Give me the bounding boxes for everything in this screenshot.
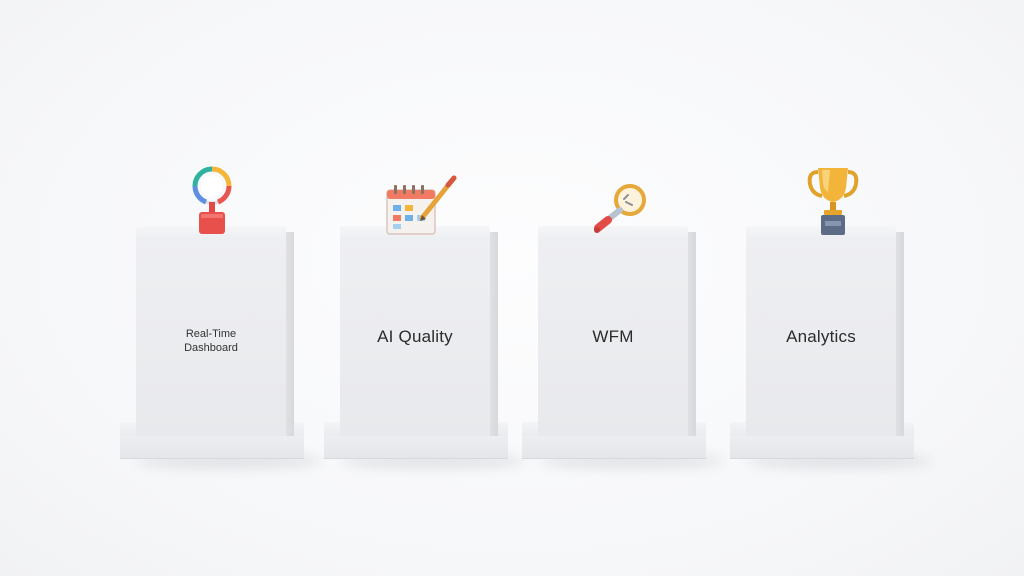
pedestal-side	[490, 232, 498, 436]
pedestal-real-time-dashboard: Real-Time Dashboard	[120, 226, 322, 468]
pedestal-label: AI Quality	[377, 327, 453, 346]
pedestal-label: WFM	[592, 327, 634, 346]
pedestal-label: Analytics	[786, 327, 856, 346]
pedestal-side	[688, 232, 696, 436]
pedestal-base-front	[324, 436, 508, 459]
pedestal-base-front	[522, 436, 706, 459]
calendar-pencil-icon	[384, 172, 460, 238]
pedestal-wfm: WFM	[522, 226, 724, 468]
pedestal-front: AI Quality	[340, 238, 490, 436]
pedestal-top	[538, 226, 688, 240]
pedestal-base-front	[120, 436, 304, 459]
gauge-icon	[188, 166, 236, 238]
pedestal-analytics: Analytics	[730, 226, 932, 468]
pedestal-ai-quality: AI Quality	[324, 226, 526, 468]
pedestal-base-front	[730, 436, 914, 459]
pedestal-side	[896, 232, 904, 436]
pedestal-side	[286, 232, 294, 436]
pedestal-front: Analytics	[746, 238, 896, 436]
trophy-icon	[806, 164, 860, 238]
pedestal-label: Real-Time Dashboard	[184, 328, 238, 354]
magnifier-tool-icon	[590, 182, 652, 236]
pedestal-front: WFM	[538, 238, 688, 436]
pedestal-front: Real-Time Dashboard	[136, 238, 286, 436]
